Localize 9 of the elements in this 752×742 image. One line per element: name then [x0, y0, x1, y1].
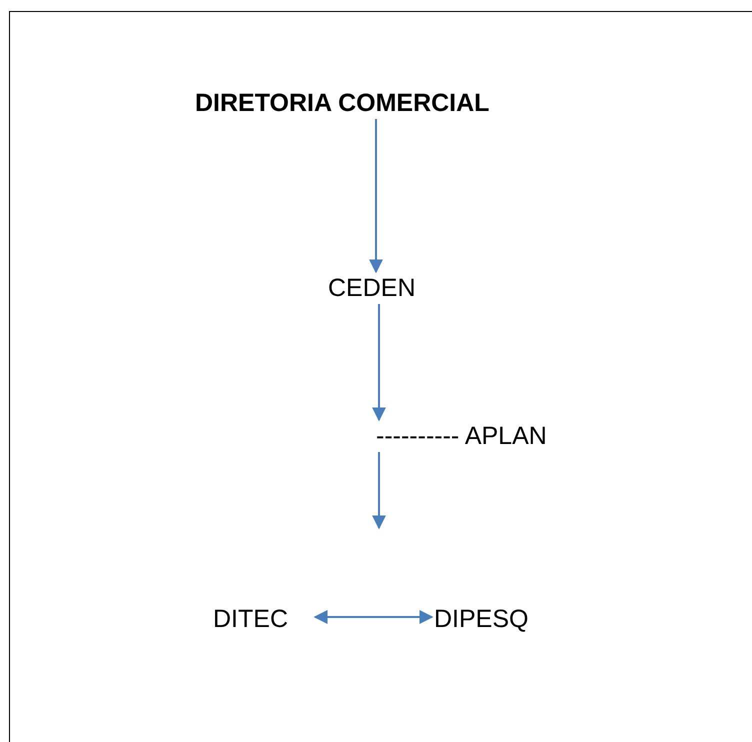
arrow [372, 304, 386, 422]
arrow [314, 610, 434, 624]
unit-label: CEDEN [328, 273, 443, 303]
unit-label: DIPESQ [434, 604, 559, 634]
unit-label: DITEC [213, 604, 313, 634]
unit-label: ---------- APLAN [376, 421, 602, 451]
arrow [372, 452, 386, 530]
arrow [369, 119, 383, 274]
heading-text: DIRETORIA COMERCIAL [195, 88, 579, 118]
